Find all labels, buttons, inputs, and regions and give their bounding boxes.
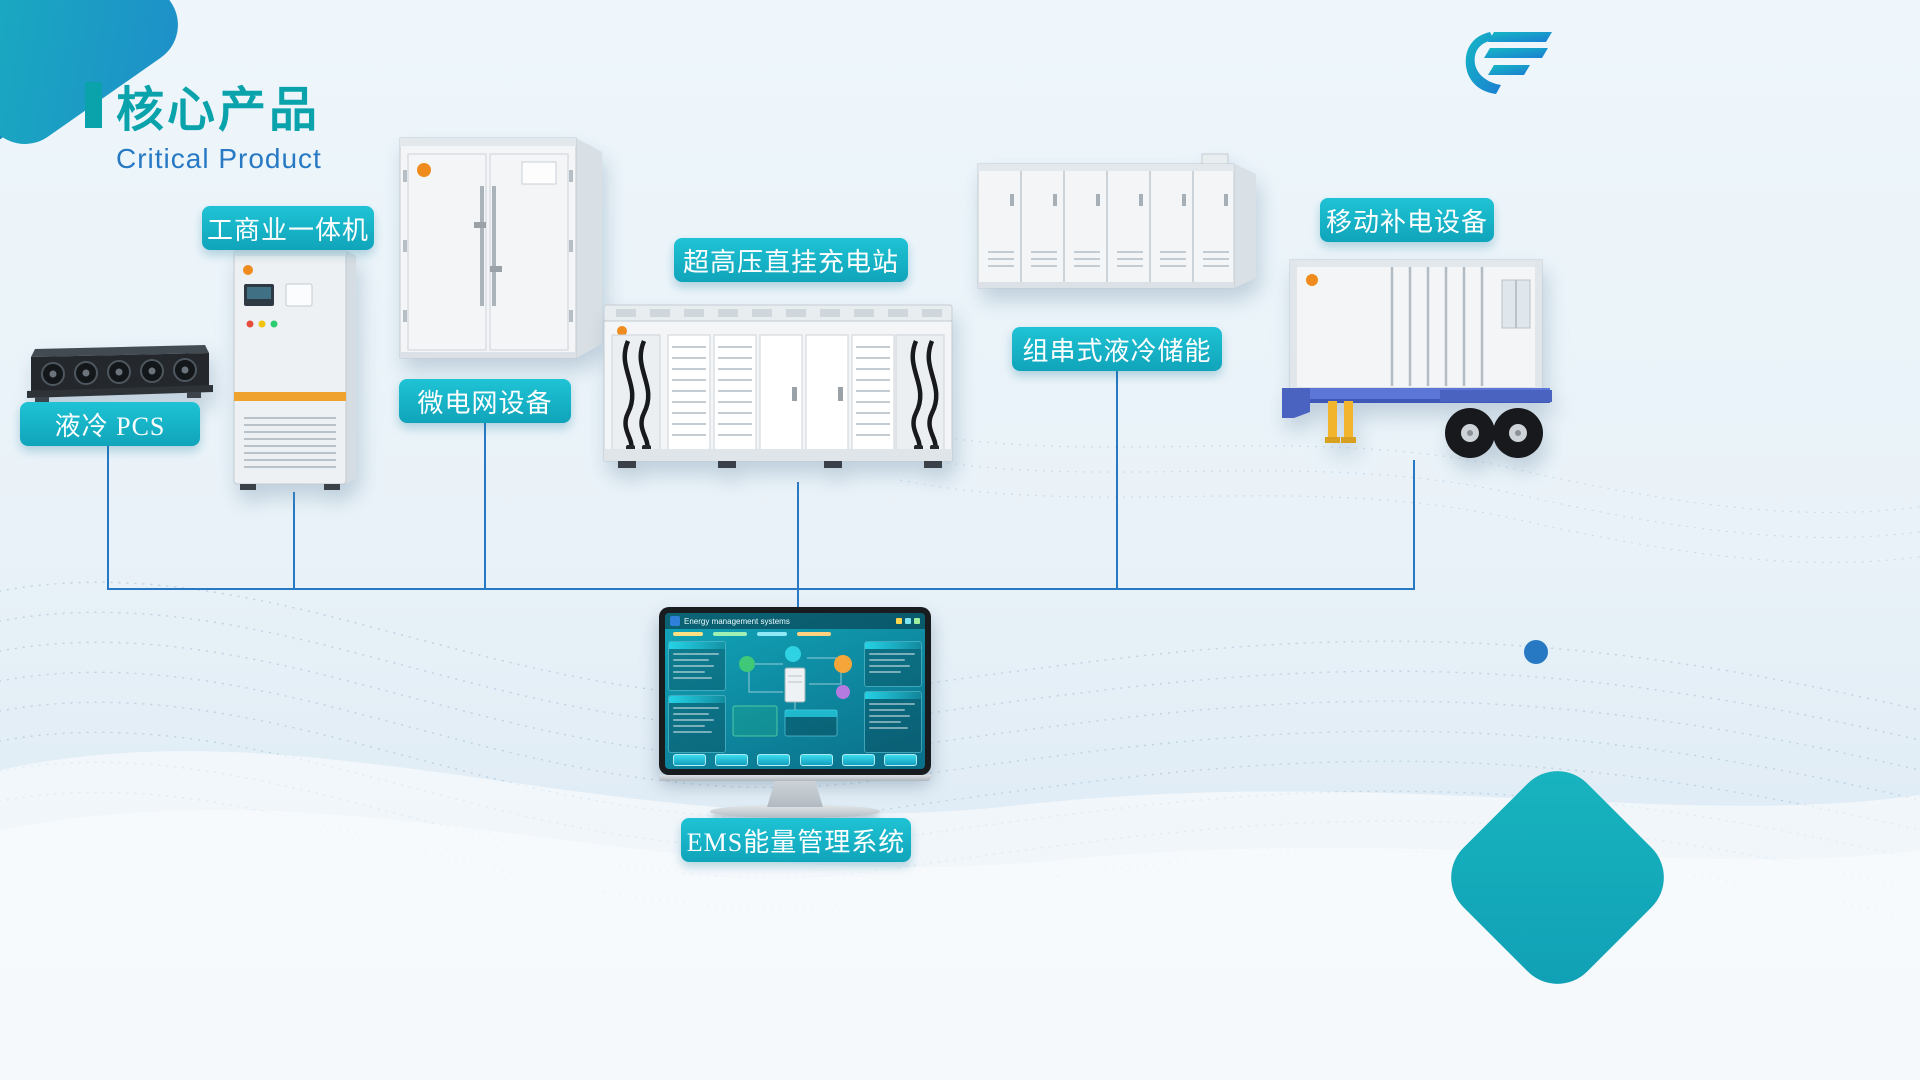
ems-panel-left-top [668,641,726,691]
connector-pcs [107,446,109,588]
ems-panel-right-bottom [864,691,922,753]
ems-screen: Energy management systems [665,613,925,769]
ems-button [799,754,833,766]
ems-button [883,754,917,766]
slide-header: 核心产品 Critical Product [85,70,322,175]
corner-shape-bottom-right [1433,753,1682,1002]
label-ems-system: EMS能量管理系统 [681,818,911,862]
connector-charging [797,482,799,607]
blue-dot-decoration [1524,640,1548,664]
label-mobile-power: 移动补电设备 [1320,198,1494,242]
ems-logo-icon [670,616,680,626]
ems-panel-right-top [864,641,922,687]
charging-station-image [603,304,953,468]
ems-buttons [673,754,917,766]
ems-panel-left-bottom [668,695,726,753]
connector-hline [107,588,1415,590]
label-microgrid-equipment: 微电网设备 [399,379,571,423]
label-uhv-charging-station: 超高压直挂充电站 [674,238,908,282]
label-commercial-all-in-one: 工商业一体机 [202,206,374,250]
ems-monitor: Energy management systems [659,607,931,818]
string-storage-image [977,153,1256,289]
brand-logo-icon [1465,32,1552,94]
label-liquid-cooled-pcs: 液冷 PCS [20,402,200,446]
ems-mode-bar [673,630,917,638]
title-accent-bar [85,82,102,128]
connector-all-in-one [293,492,295,588]
monitor-neck [767,781,823,807]
connector-microgrid [484,423,486,588]
page-title: 核心产品 [116,84,321,137]
mobile-power-image [1282,259,1552,458]
label-string-storage: 组串式液冷储能 [1012,327,1222,371]
ems-title: Energy management systems [684,616,790,626]
ems-titlebar: Energy management systems [665,613,925,629]
connector-string-storage [1116,371,1118,588]
ems-button [715,754,749,766]
microgrid-container-image [399,137,602,359]
ems-flow-diagram [732,646,852,737]
page-subtitle: Critical Product [116,143,322,174]
ems-button [673,754,706,766]
monitor-chin [659,775,931,781]
ems-button [841,754,875,766]
connector-mobile [1413,460,1415,588]
monitor-bezel: Energy management systems [659,607,931,775]
pcs-device-image [27,345,213,403]
ems-status-icons [896,618,920,624]
ems-button [757,754,791,766]
all-in-one-cabinet-image [233,249,356,490]
